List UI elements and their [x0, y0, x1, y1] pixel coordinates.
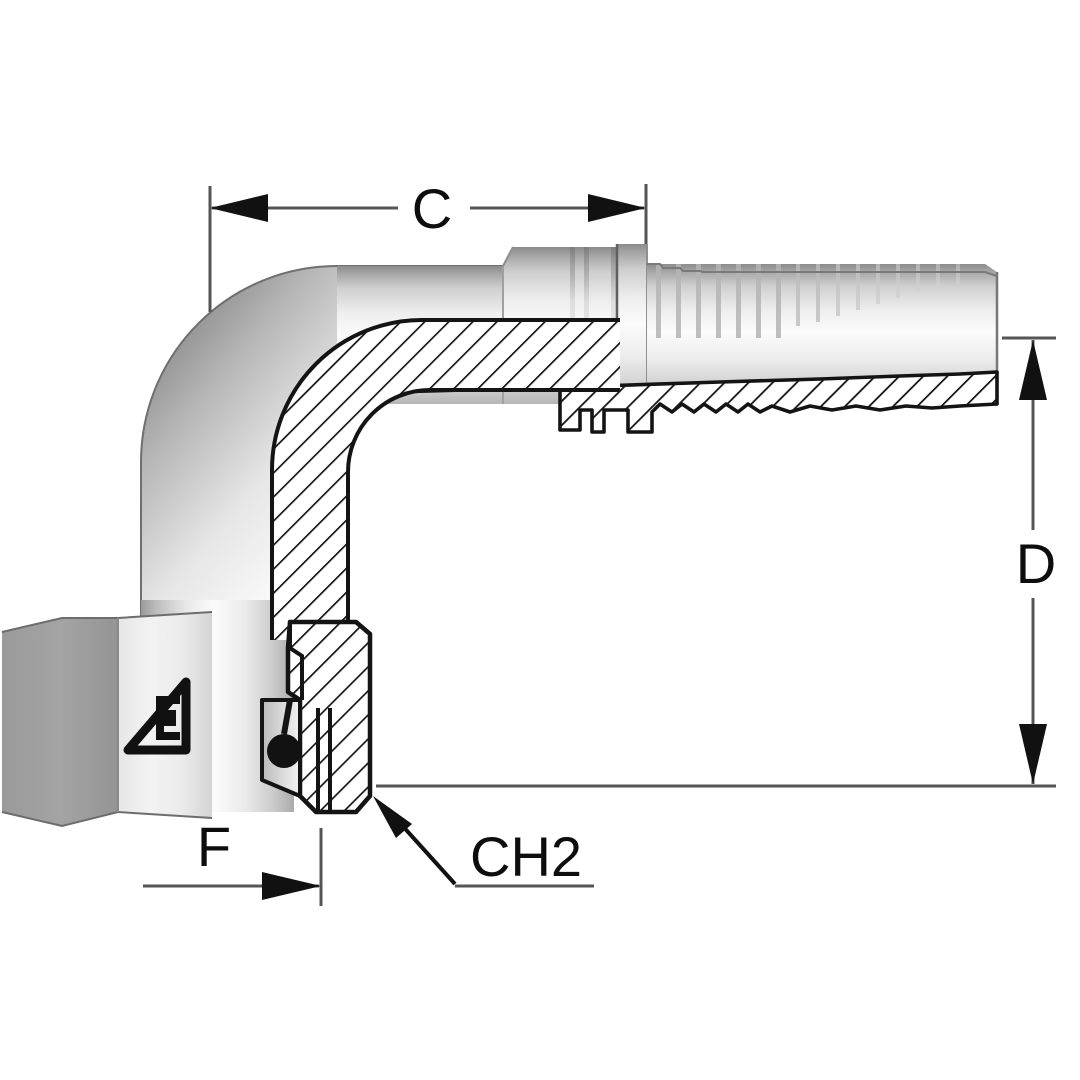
bend-inner-wall-outline — [270, 318, 620, 640]
dimension-D-label: D — [1016, 532, 1056, 595]
hex-swivel-nut — [1, 611, 213, 828]
triangular-manufacturer-logo — [123, 677, 191, 755]
dimension-F: F — [143, 815, 323, 906]
dimension-C-arrow-right — [588, 194, 646, 222]
dimension-D-arrow-bottom — [1019, 724, 1047, 784]
dimension-C: C — [208, 177, 648, 312]
dimension-F-label: F — [197, 815, 231, 878]
dimension-C-arrow-left — [210, 194, 268, 222]
hose-barb-serrated — [647, 263, 999, 400]
dimension-D-arrow-top — [1019, 340, 1047, 400]
o-ring-seal — [267, 734, 301, 768]
bend-inner-wall-section — [272, 320, 620, 640]
sealing-cone-seat — [260, 619, 373, 815]
dimension-C-label: C — [412, 177, 452, 240]
callout-CH2-arrow — [373, 796, 412, 838]
dimension-D: D — [376, 336, 1056, 788]
dimension-F-arrow-right — [262, 872, 321, 900]
callout-CH2: CH2 — [373, 796, 594, 888]
callout-CH2-label: CH2 — [470, 825, 582, 888]
